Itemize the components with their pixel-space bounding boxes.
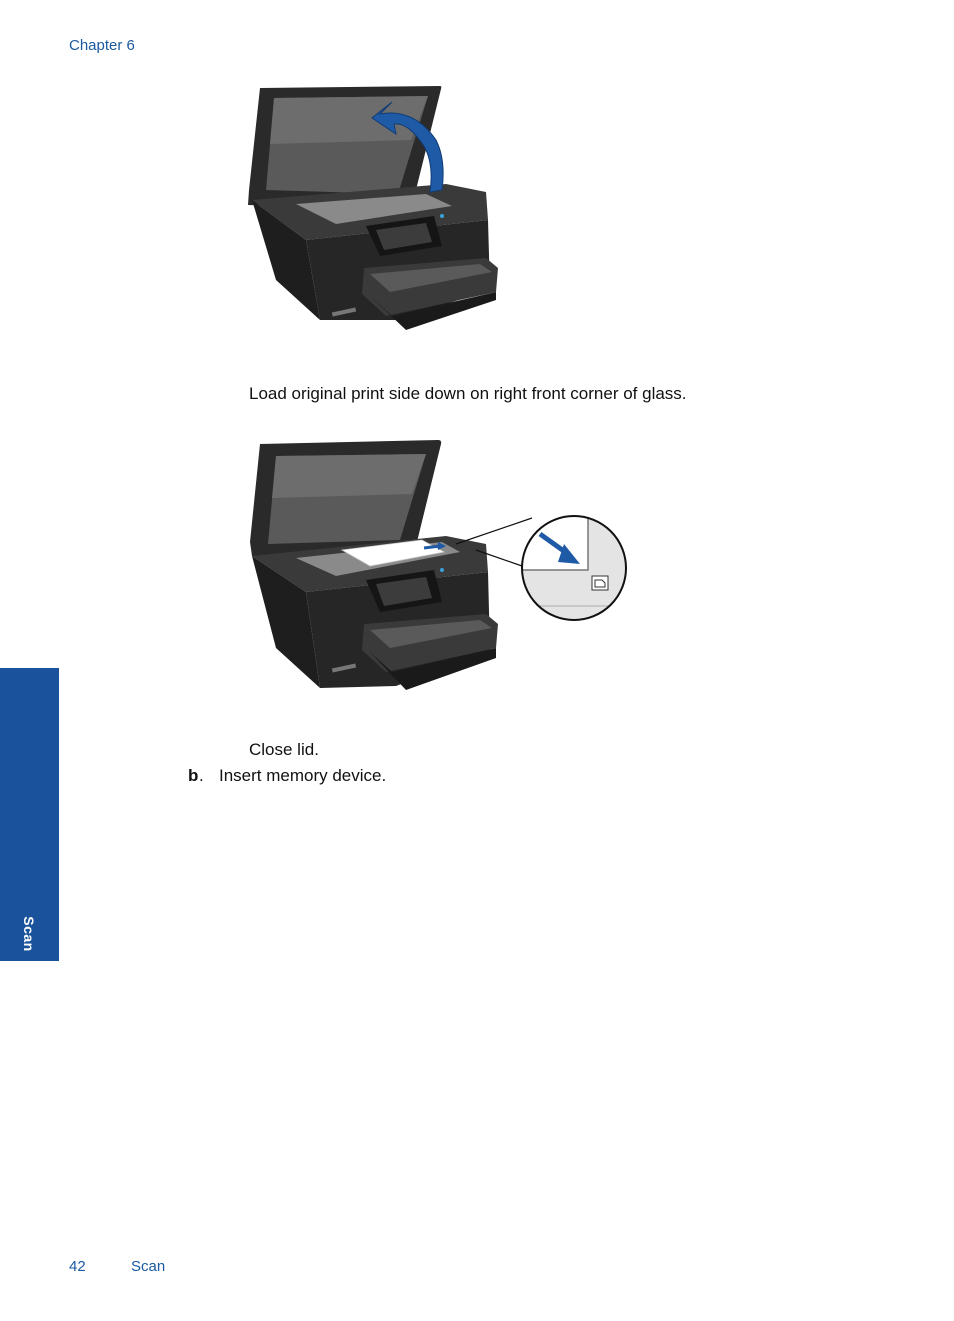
instruction-close-lid: Close lid. (249, 740, 319, 759)
page-number: 42 (69, 1258, 86, 1275)
step-b-dot: . (199, 766, 204, 785)
printer-lid-open-illustration (248, 86, 498, 330)
chapter-side-tab (0, 668, 59, 961)
chapter-heading: Chapter 6 (69, 37, 135, 54)
instruction-load-original: Load original print side down on right f… (249, 384, 687, 403)
footer-section-title: Scan (131, 1258, 166, 1275)
step-b-marker: b (188, 766, 199, 785)
side-tab-label: Scan (21, 916, 37, 952)
instruction-insert-memory: Insert memory device. (219, 766, 387, 785)
printer-load-original-illustration (250, 440, 627, 690)
